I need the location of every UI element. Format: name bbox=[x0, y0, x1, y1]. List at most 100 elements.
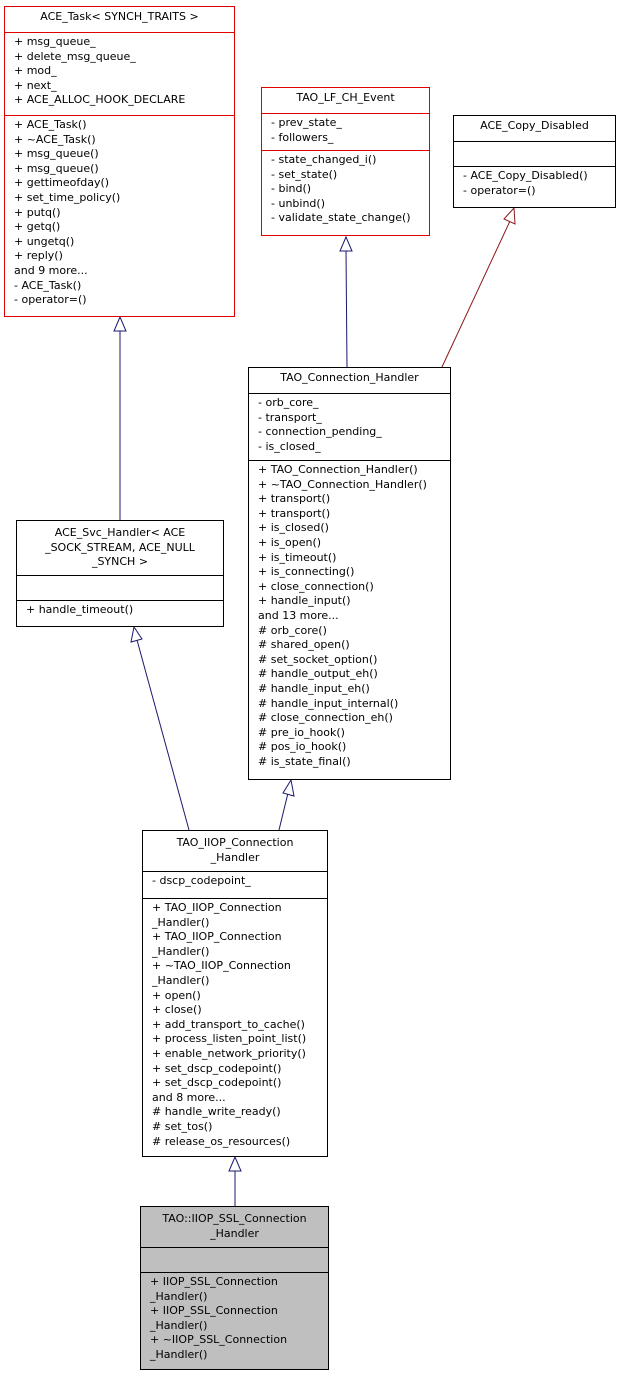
method-row[interactable]: - unbind() bbox=[271, 196, 325, 210]
method-row[interactable]: + ~TAO_Connection_Handler() bbox=[258, 477, 427, 491]
method-row[interactable]: # is_state_final() bbox=[258, 754, 351, 768]
method-row[interactable]: + set_dscp_codepoint() bbox=[152, 1061, 282, 1075]
method-row[interactable]: - ACE_Task() bbox=[14, 278, 82, 292]
method-row[interactable]: + getq() bbox=[14, 220, 61, 234]
attributes-section bbox=[141, 1248, 328, 1273]
method-row[interactable]: + handle_input() bbox=[258, 594, 351, 608]
methods-section: + TAO_IIOP_Connection_Handler()+ TAO_IIO… bbox=[143, 899, 327, 1151]
class-ace-task[interactable]: ACE_Task< SYNCH_TRAITS > + msg_queue_+ d… bbox=[4, 6, 235, 317]
title-line: _SOCK_STREAM, ACE_NULL bbox=[45, 540, 195, 554]
attributes-section bbox=[17, 576, 223, 601]
method-row[interactable]: + TAO_Connection_Handler() bbox=[258, 463, 418, 476]
method-row[interactable]: + add_transport_to_cache() bbox=[152, 1017, 305, 1031]
method-row[interactable]: + putq() bbox=[14, 205, 61, 219]
method-row[interactable]: _Handler() bbox=[152, 944, 210, 958]
attributes-section: + msg_queue_+ delete_msg_queue_+ mod_+ n… bbox=[5, 33, 234, 116]
method-row[interactable]: - operator=() bbox=[14, 293, 87, 307]
method-row[interactable]: _Handler() bbox=[150, 1289, 208, 1303]
method-row[interactable]: + reply() bbox=[14, 249, 63, 263]
method-row[interactable]: and 13 more... bbox=[258, 608, 339, 622]
method-row[interactable]: - validate_state_change() bbox=[271, 211, 411, 225]
method-row[interactable]: + set_dscp_codepoint() bbox=[152, 1076, 282, 1090]
attribute-row[interactable]: - orb_core_ bbox=[258, 396, 319, 409]
method-row[interactable]: + close() bbox=[152, 1003, 202, 1017]
class-tao-lf-ch-event[interactable]: TAO_LF_CH_Event - prev_state_- followers… bbox=[261, 87, 430, 236]
method-row[interactable]: + msg_queue() bbox=[14, 147, 99, 161]
method-row[interactable]: + IIOP_SSL_Connection bbox=[150, 1304, 278, 1318]
method-row[interactable]: # close_connection_eh() bbox=[258, 711, 393, 725]
attribute-row[interactable]: - is_closed_ bbox=[258, 439, 321, 453]
method-row[interactable]: # set_tos() bbox=[152, 1119, 213, 1133]
method-row[interactable]: _Handler() bbox=[152, 915, 210, 929]
method-row[interactable]: _Handler() bbox=[152, 973, 210, 987]
attribute-row[interactable]: - prev_state_ bbox=[271, 116, 342, 129]
method-row[interactable]: - operator=() bbox=[463, 183, 536, 197]
method-row[interactable]: # orb_core() bbox=[258, 623, 327, 637]
class-tao-iiop-ssl-connection-handler[interactable]: TAO::IIOP_SSL_Connection_Handler + IIOP_… bbox=[140, 1206, 329, 1370]
method-row[interactable]: and 9 more... bbox=[14, 263, 88, 277]
method-row[interactable]: # handle_output_eh() bbox=[258, 667, 378, 681]
method-row[interactable]: # shared_open() bbox=[258, 638, 350, 652]
attribute-row[interactable]: - transport_ bbox=[258, 410, 322, 424]
method-row[interactable]: and 8 more... bbox=[152, 1090, 226, 1104]
method-row[interactable]: + TAO_IIOP_Connection bbox=[152, 930, 282, 944]
method-row[interactable]: + transport() bbox=[258, 506, 331, 520]
method-row[interactable]: # pre_io_hook() bbox=[258, 725, 345, 739]
methods-section: + handle_timeout() bbox=[17, 601, 223, 620]
method-row[interactable]: + ~TAO_IIOP_Connection bbox=[152, 959, 291, 973]
title-line: _SYNCH > bbox=[91, 555, 149, 568]
method-row[interactable]: + enable_network_priority() bbox=[152, 1046, 306, 1060]
method-row[interactable]: - ACE_Copy_Disabled() bbox=[463, 169, 588, 182]
method-row[interactable]: + transport() bbox=[258, 492, 331, 506]
method-row[interactable]: - state_changed_i() bbox=[271, 153, 377, 166]
method-row[interactable]: + msg_queue() bbox=[14, 161, 99, 175]
attribute-row[interactable]: - followers_ bbox=[271, 130, 334, 144]
attribute-row[interactable]: - dscp_codepoint_ bbox=[152, 874, 251, 887]
method-row[interactable]: + ungetq() bbox=[14, 234, 75, 248]
method-row[interactable]: + IIOP_SSL_Connection bbox=[150, 1275, 278, 1288]
method-row[interactable]: + open() bbox=[152, 988, 201, 1002]
class-title: ACE_Copy_Disabled bbox=[454, 116, 615, 142]
method-row[interactable]: + process_listen_point_list() bbox=[152, 1032, 307, 1046]
method-row[interactable]: # handle_input_internal() bbox=[258, 696, 399, 710]
method-row[interactable]: _Handler() bbox=[150, 1318, 208, 1332]
attribute-row[interactable]: + mod_ bbox=[14, 64, 57, 78]
method-row[interactable]: # pos_io_hook() bbox=[258, 740, 347, 754]
class-tao-connection-handler[interactable]: TAO_Connection_Handler - orb_core_- tran… bbox=[248, 367, 451, 780]
arrowhead-ace-task bbox=[113, 315, 127, 332]
method-row[interactable]: + is_open() bbox=[258, 535, 322, 549]
method-row[interactable]: + gettimeofday() bbox=[14, 176, 110, 190]
method-row[interactable]: + is_timeout() bbox=[258, 550, 337, 564]
method-row[interactable]: + ~ACE_Task() bbox=[14, 132, 96, 146]
method-row[interactable]: # set_socket_option() bbox=[258, 652, 378, 666]
arrowhead-iiop bbox=[228, 1155, 242, 1172]
method-row[interactable]: # handle_write_ready() bbox=[152, 1105, 281, 1119]
method-row[interactable]: + close_connection() bbox=[258, 579, 374, 593]
method-row[interactable]: - set_state() bbox=[271, 167, 338, 181]
method-row[interactable]: + set_time_policy() bbox=[14, 190, 121, 204]
attribute-row[interactable]: - connection_pending_ bbox=[258, 425, 382, 439]
title-line: TAO::IIOP_SSL_Connection bbox=[162, 1212, 307, 1225]
class-title: TAO_IIOP_Connection_Handler bbox=[143, 831, 327, 872]
method-row[interactable]: + handle_timeout() bbox=[26, 603, 134, 616]
class-ace-svc-handler[interactable]: ACE_Svc_Handler< ACE_SOCK_STREAM, ACE_NU… bbox=[16, 520, 224, 627]
method-row[interactable]: - bind() bbox=[271, 182, 312, 196]
method-row[interactable]: _Handler() bbox=[150, 1347, 208, 1361]
method-row[interactable]: # release_os_resources() bbox=[152, 1134, 291, 1148]
attribute-row[interactable]: + delete_msg_queue_ bbox=[14, 49, 136, 63]
class-ace-copy-disabled[interactable]: ACE_Copy_Disabled - ACE_Copy_Disabled()-… bbox=[453, 115, 616, 208]
method-row[interactable]: # handle_input_eh() bbox=[258, 681, 370, 695]
method-row[interactable]: + is_closed() bbox=[258, 521, 329, 535]
methods-section: + IIOP_SSL_Connection_Handler()+ IIOP_SS… bbox=[141, 1273, 328, 1365]
method-row[interactable]: + ACE_Task() bbox=[14, 118, 87, 131]
methods-section: - state_changed_i()- set_state()- bind()… bbox=[262, 151, 429, 228]
method-row[interactable]: + is_connecting() bbox=[258, 565, 355, 579]
attribute-row[interactable]: + ACE_ALLOC_HOOK_DECLARE bbox=[14, 93, 186, 107]
methods-section: + TAO_Connection_Handler()+ ~TAO_Connect… bbox=[249, 461, 450, 771]
class-tao-iiop-connection-handler[interactable]: TAO_IIOP_Connection_Handler - dscp_codep… bbox=[142, 830, 328, 1157]
attribute-row[interactable]: + msg_queue_ bbox=[14, 35, 96, 48]
arrowhead-lf-ch-event bbox=[339, 235, 353, 252]
method-row[interactable]: + ~IIOP_SSL_Connection bbox=[150, 1333, 288, 1347]
method-row[interactable]: + TAO_IIOP_Connection bbox=[152, 901, 282, 914]
attribute-row[interactable]: + next_ bbox=[14, 78, 57, 92]
